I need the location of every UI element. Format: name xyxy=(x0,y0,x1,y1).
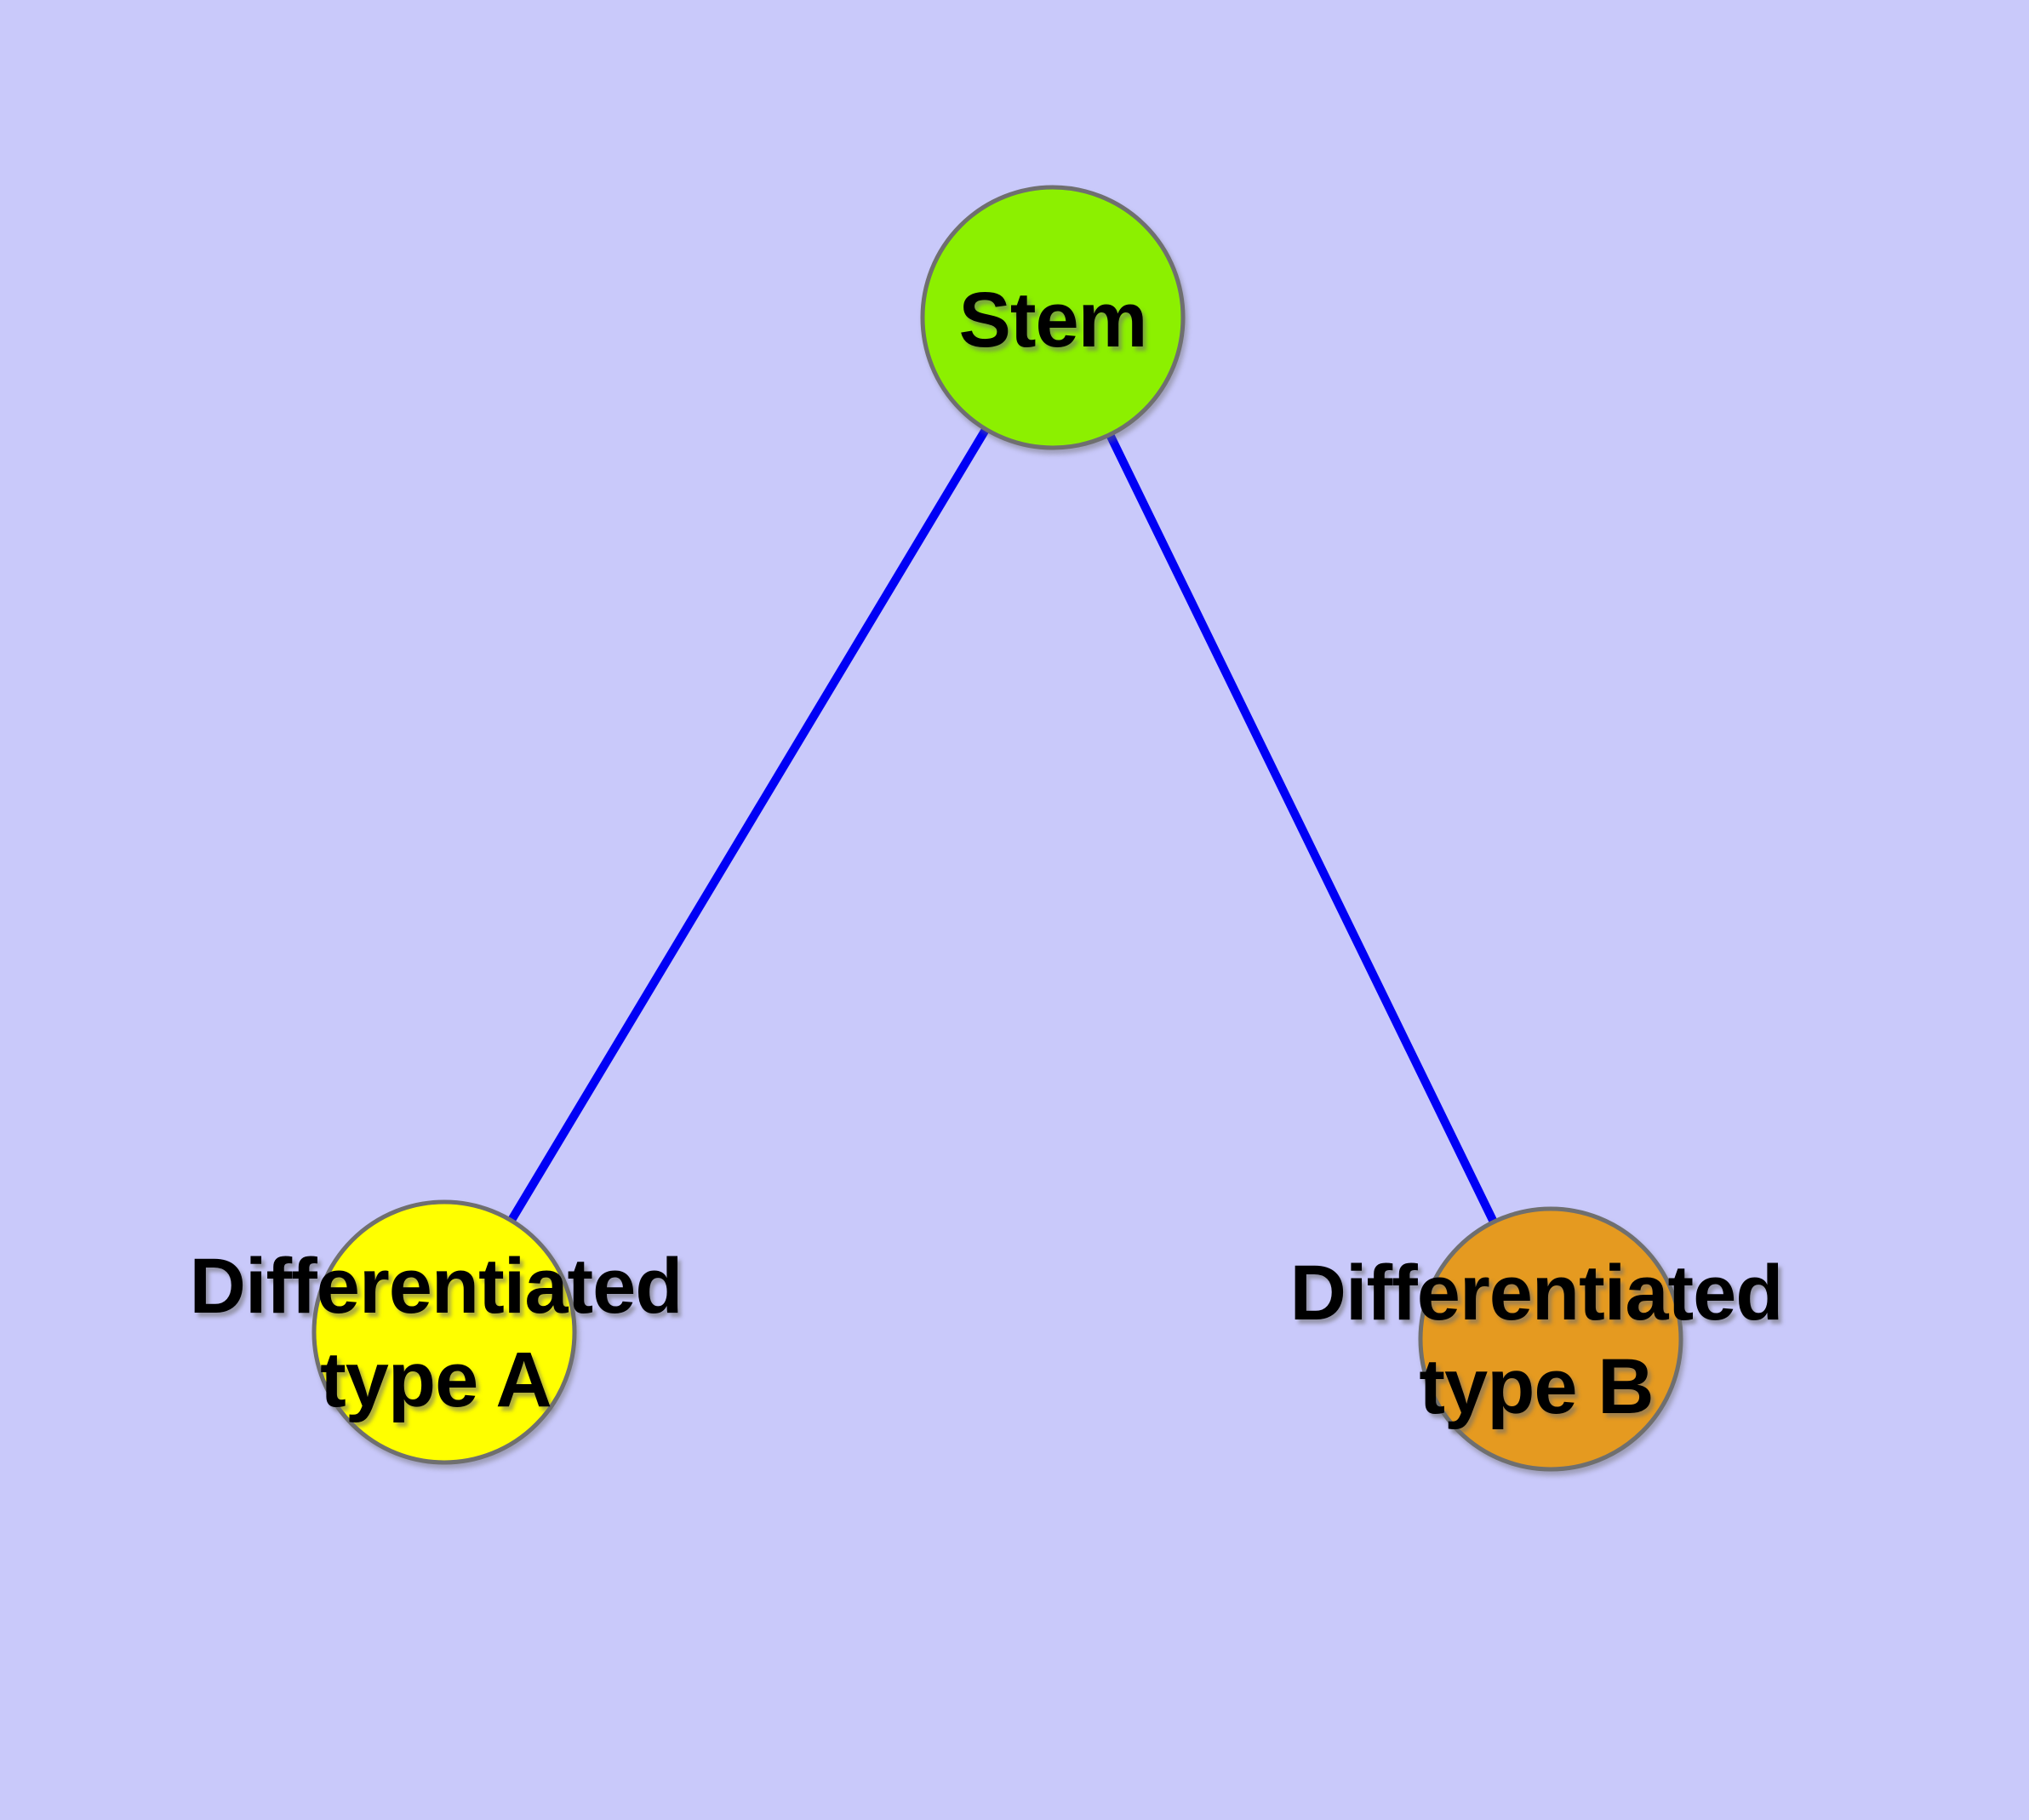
node-differentiated-type-b-circle xyxy=(1418,1206,1683,1472)
node-differentiated-type-a-circle xyxy=(311,1199,577,1465)
node-differentiated-type-b-label-line1: Differentiated xyxy=(1289,1250,1784,1336)
node-stem-circle xyxy=(920,185,1186,450)
node-differentiated-type-a-label-line1: Differentiated xyxy=(189,1243,683,1330)
edge-stem-to-type-b xyxy=(1049,315,1555,1342)
edge-stem-to-type-a xyxy=(440,315,1057,1335)
node-stem-label: Stem xyxy=(958,277,1148,363)
node-differentiated-type-b-label-line2: type B xyxy=(1419,1343,1654,1430)
node-differentiated-type-b-label: Differentiated type B xyxy=(1289,1246,1784,1434)
node-differentiated-type-a-label: Differentiated type A xyxy=(190,1239,683,1427)
node-differentiated-type-a-label-line2: type A xyxy=(320,1336,552,1423)
